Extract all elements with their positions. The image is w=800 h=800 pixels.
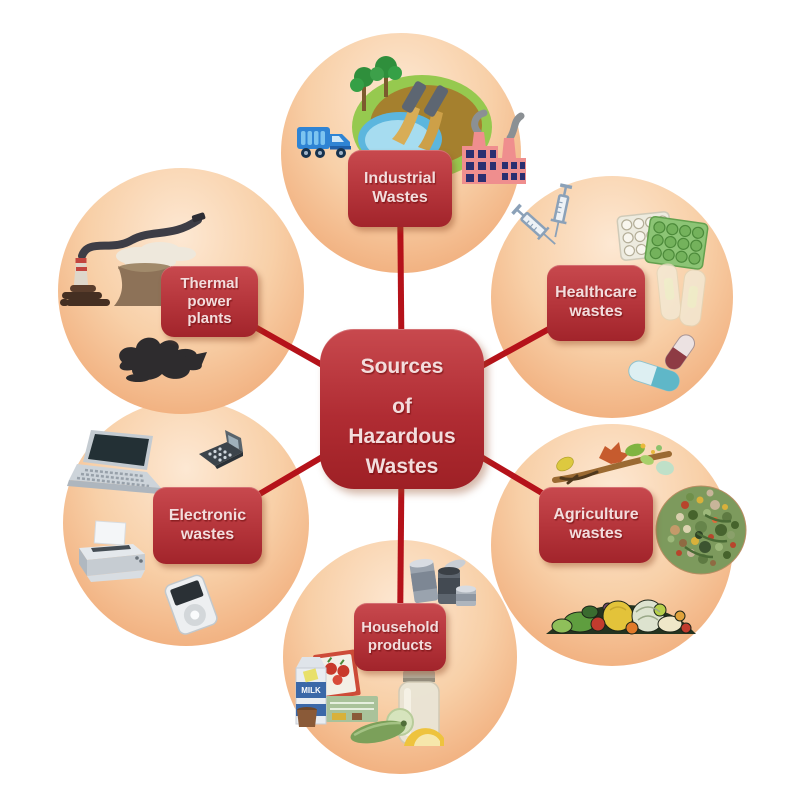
industrial-wastes-label: Industrial Wastes (348, 150, 452, 227)
center-title-box: Sources of Hazardous Wastes (320, 329, 484, 489)
milk-label: MILK (301, 686, 321, 695)
mobile-phone-icon (199, 430, 243, 469)
grocery-packages-icon: MILK (295, 649, 378, 727)
center-title-line: Wastes (365, 455, 439, 478)
electronic-wastes-label: Electronic wastes (153, 487, 262, 564)
branch-leaves-icon (552, 442, 674, 485)
coal-splat-icon (119, 337, 207, 382)
healthcare-wastes-label: Healthcare wastes (547, 265, 645, 341)
agriculture-circle (491, 424, 747, 666)
vegetables-icon (350, 708, 444, 746)
tin-cans-icon (409, 558, 476, 606)
dump-truck-icon (297, 127, 351, 158)
compost-photo-icon (655, 485, 747, 575)
center-title-line: of (392, 395, 412, 418)
music-player-icon (164, 574, 218, 635)
pill-blister-packs-icon (616, 211, 709, 270)
bandages-icon (656, 263, 706, 327)
laptop-icon (67, 430, 161, 494)
capsules-icon (628, 334, 696, 392)
agriculture-wastes-label: Agriculture wastes (539, 487, 653, 563)
syringes-icon (511, 183, 573, 245)
industrial-circle (281, 33, 526, 273)
thermal-power-plants-label: Thermal power plants (161, 266, 258, 337)
printer-icon (79, 520, 145, 582)
vegetable-pile-icon (546, 599, 696, 635)
center-title-line: Hazardous (348, 425, 456, 448)
power-plant-icon (60, 212, 206, 306)
center-title-line: Sources (360, 355, 444, 378)
household-products-label: Household products (354, 603, 446, 671)
factory-icon (462, 109, 526, 184)
